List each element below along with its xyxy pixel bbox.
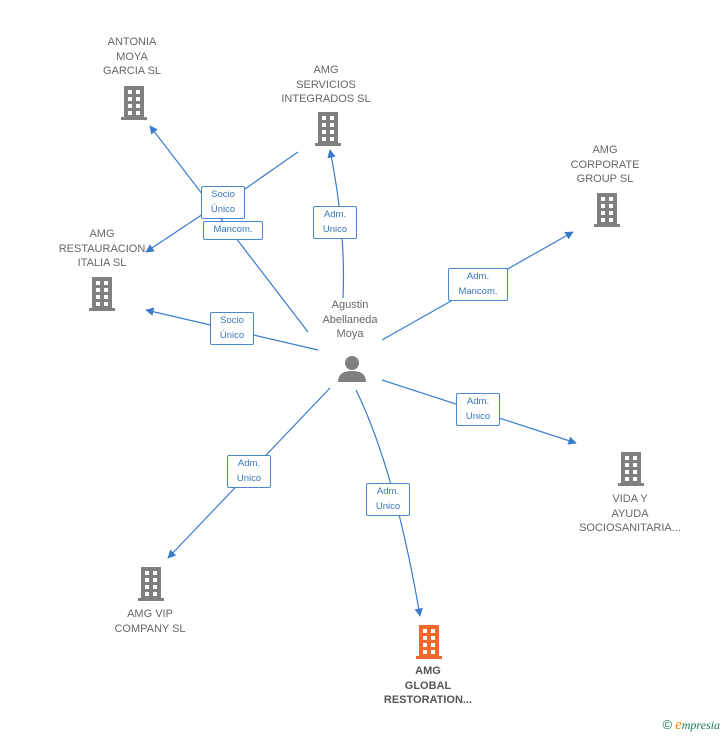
edge-label-adm-unico-vip: Adm. Unico (227, 455, 271, 488)
edge-label-socio-unico-antonia: Socio Único (201, 186, 245, 219)
building-icon-highlight[interactable] (414, 625, 444, 659)
person-icon[interactable] (337, 354, 367, 384)
company-label-vida[interactable]: VIDA Y AYUDA SOCIOSANITARIA... (579, 493, 681, 534)
building-icon[interactable] (136, 567, 166, 601)
copyright-icon: © (662, 717, 673, 732)
company-label-antonia[interactable]: ANTONIA MOYA GARCIA SL (102, 36, 162, 77)
edge-line-restauracion-upper (145, 211, 207, 253)
edge-label-adm-mancom-corporate: Adm. Mancom. (448, 268, 508, 301)
edge-label-adm-unico-vida: Adm. Unico (456, 393, 500, 426)
building-icon[interactable] (87, 277, 117, 311)
edge-label-adm-unico-global: Adm. Unico (366, 483, 410, 516)
building-icon[interactable] (592, 193, 622, 227)
edge-label-mancom: Mancom. (203, 221, 263, 240)
company-label-corporate[interactable]: AMG CORPORATE GROUP SL (570, 144, 640, 185)
building-icon[interactable] (313, 112, 343, 146)
building-icon[interactable] (616, 452, 646, 486)
brand-logo-e: e (675, 717, 682, 733)
person-label[interactable]: Agustin Abellaneda Moya (322, 299, 378, 340)
edge-label-socio-unico-restauracion: Socio Único (210, 312, 254, 345)
brand-logo-text: mpresia (681, 718, 720, 732)
company-label-servicios[interactable]: AMG SERVICIOS INTEGRADOS SL (281, 64, 371, 105)
building-icon[interactable] (119, 86, 149, 120)
brand-footer[interactable]: ©empresia (663, 717, 721, 734)
edge-label-adm-unico-servicios: Adm. Unico (313, 206, 357, 239)
company-label-restauracion[interactable]: AMG RESTAURACION ITALIA SL (58, 228, 146, 269)
company-label-global[interactable]: AMG GLOBAL RESTORATION... (383, 665, 473, 706)
company-label-vip[interactable]: AMG VIP COMPANY SL (114, 608, 186, 635)
